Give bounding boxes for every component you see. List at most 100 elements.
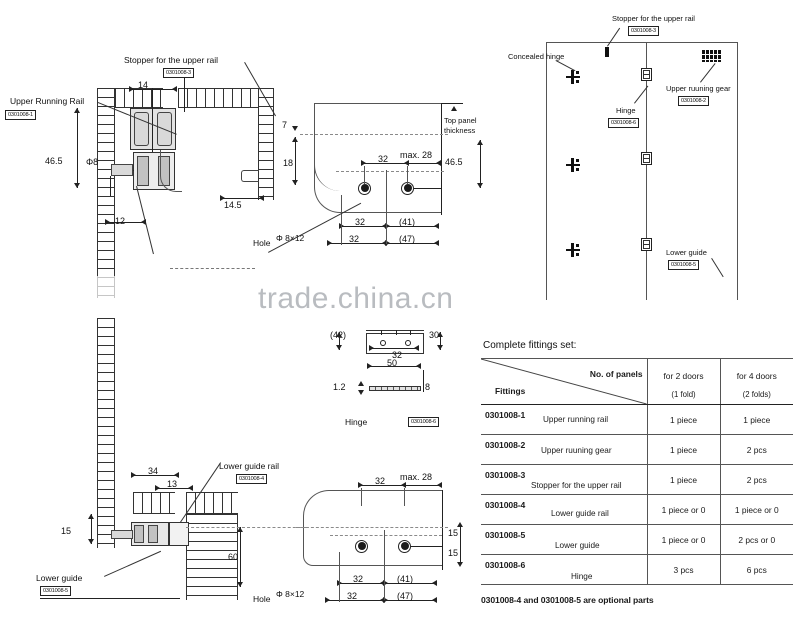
hole-lower-1-fill — [358, 542, 366, 550]
dim-14: 14 — [138, 80, 149, 90]
dimarrow-13-l — [155, 485, 160, 491]
cell-qty-2doors: 1 piece — [646, 464, 720, 495]
part-desc: Upper running rail — [543, 415, 609, 424]
dimarrow-7 — [292, 126, 298, 131]
dim-8-hinge: 8 — [425, 382, 431, 392]
part-desc: Upper ruuning gear — [541, 446, 612, 455]
dimarrow-max28l-r — [437, 482, 442, 488]
dimarrow-12h-t — [358, 381, 364, 386]
label-stopper-elev: Stopper for the upper rail — [612, 14, 695, 23]
dimarrow-41-l — [385, 223, 390, 229]
hole-axis-upper — [414, 188, 442, 189]
panel-right-edge-lower — [442, 490, 443, 570]
dimarrow-32u3-l — [327, 240, 332, 246]
hole-centerline-lower — [330, 535, 442, 536]
cell-qty-4doors: 2 pcs or 0 — [719, 524, 793, 555]
hinge-screw-hole-2 — [405, 340, 411, 346]
dimarrow-42-t — [336, 332, 342, 337]
dim-32-u3: 32 — [349, 234, 360, 244]
dimline-18 — [295, 137, 296, 185]
hinge-knuckle-div-2 — [396, 330, 397, 335]
dimarrow-15a-t — [457, 522, 463, 527]
ext-u-d — [407, 166, 408, 184]
label-hole-lower: Hole — [253, 594, 271, 604]
dimarrow-32u2-r — [382, 223, 387, 229]
leader-stopper-elev — [607, 27, 621, 47]
dimline-32-upper-top — [363, 163, 409, 164]
part-code: 0301008-3 — [485, 470, 526, 480]
ext-u-a — [341, 195, 342, 245]
dimline-60 — [240, 527, 241, 587]
dimline-15a — [460, 527, 461, 547]
dimarrow-13-r — [188, 485, 193, 491]
dim-max-28-lower: max. 28 — [400, 472, 433, 482]
part-code: 0301008-5 — [485, 530, 526, 540]
partbox-0301008-6-elev: 0301008-6 — [608, 118, 639, 128]
dimline-41 — [387, 226, 439, 227]
lower-guide-roller-1 — [134, 525, 144, 543]
part-desc: Lower guide — [555, 541, 600, 550]
cell-qty-4doors: 1 piece — [719, 404, 793, 435]
dimarrow-18-t — [292, 137, 298, 142]
leader-gear-elev — [700, 63, 716, 83]
cell-part: 0301008-5 Lower guide — [481, 524, 647, 555]
dimarrow-32ut-l — [361, 160, 366, 166]
table-row: 0301008-1 Upper running rail 1 piece 1 p… — [481, 404, 793, 435]
table-row: 0301008-5 Lower guide 1 piece or 0 2 pcs… — [481, 524, 793, 555]
table-row: 0301008-4 Lower guide rail 1 piece or 0 … — [481, 494, 793, 525]
dimline-15-lower — [91, 514, 92, 544]
dimarrow-30-b — [437, 345, 443, 350]
dim-47: (47) — [399, 234, 416, 244]
dim-60: 60 — [228, 552, 239, 562]
cell-qty-4doors: 6 pcs — [719, 554, 793, 585]
top-panel-hatch-left — [115, 88, 163, 108]
dimline-41-lower — [385, 583, 437, 584]
cell-qty-4doors: 1 piece or 0 — [719, 494, 793, 525]
hinge-elev-2 — [641, 152, 652, 165]
wall-hatch-vertical — [97, 88, 115, 298]
label-lower-guide: Lower guide — [36, 573, 83, 583]
dimarrow-14-left — [129, 86, 134, 92]
dimline-42 — [339, 332, 340, 350]
elevation-left-edge — [546, 42, 547, 300]
dim-15-b: 15 — [448, 548, 459, 558]
leader-lower-guide — [104, 550, 162, 577]
hole-upper-2-fill — [404, 184, 412, 192]
part-code: 0301008-2 — [485, 440, 526, 450]
part-code: 0301008-1 — [485, 410, 526, 420]
dimline-8h — [423, 370, 424, 392]
hole-lower-2-fill — [401, 542, 409, 550]
dimline-32-l3 — [327, 600, 385, 601]
concealed-hinge-2 — [566, 158, 580, 172]
fittings-table-footnote: 0301008-4 and 0301008-5 are optional par… — [481, 595, 654, 605]
part-desc: Hinge — [571, 572, 593, 581]
dimarrow-42-b — [336, 345, 342, 350]
leader-lower-guide-base — [40, 598, 180, 599]
partbox-0301008-1: 0301008-1 — [5, 110, 36, 120]
dimarrow-50-l — [367, 363, 372, 369]
dimarrow-41l-l — [383, 580, 388, 586]
header-2doors-l1: for 2 doors — [663, 371, 704, 381]
label-stopper-upper-rail: Stopper for the upper rail — [124, 55, 219, 65]
ext-l-b — [361, 488, 362, 506]
table-row: 0301008-3 Stopper for the upper rail 1 p… — [481, 464, 793, 495]
partbox-0301008-3-upper: 0301008-3 — [163, 68, 194, 78]
watermark-text: trade.china.cn — [258, 282, 454, 315]
label-top-panel-thickness-l2: thickness — [444, 126, 476, 135]
dimline-32-u3 — [329, 243, 387, 244]
lower-guide-roller-2 — [148, 525, 158, 543]
dimline-14 — [129, 89, 177, 90]
dimline-32-lower-top — [360, 485, 406, 486]
dimarrow-32h-r — [414, 345, 419, 351]
partbox-0301008-4: 0301008-4 — [236, 474, 267, 484]
diagonal-divider-icon — [481, 359, 647, 404]
table-header-col-2doors: for 2 doors (1 fold) — [646, 358, 720, 405]
cell-qty-2doors: 3 pcs — [646, 554, 720, 585]
dimarrow-465-bot — [74, 183, 80, 188]
elevation-top-rail — [546, 42, 738, 43]
dimarrow-41l-r — [432, 580, 437, 586]
dim-7: 7 — [282, 120, 288, 130]
ext-l-d — [404, 488, 405, 506]
partbox-0301008-5: 0301008-5 — [40, 586, 71, 596]
